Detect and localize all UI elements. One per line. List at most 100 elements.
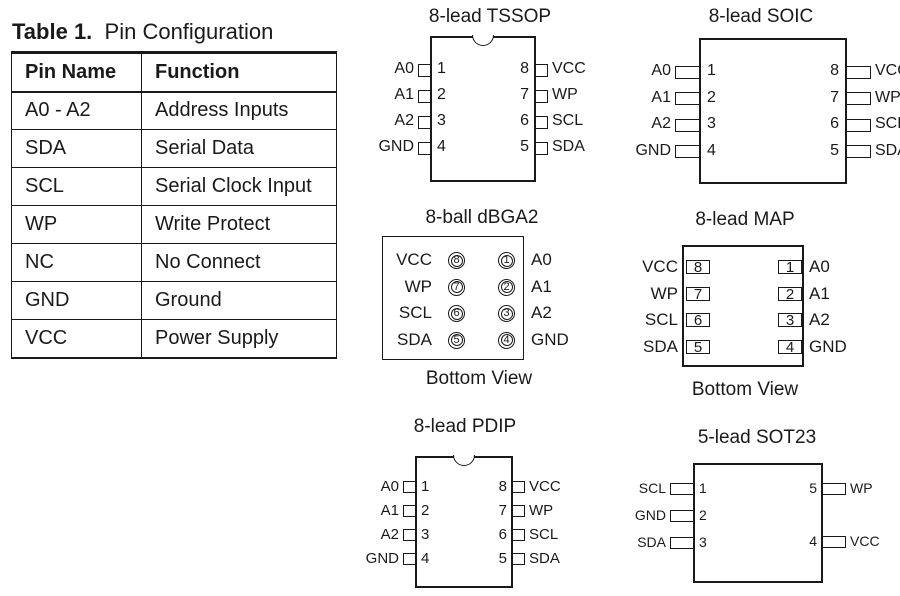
dbga-note: Bottom View — [425, 368, 533, 389]
function-cell: Serial Clock Input — [141, 167, 337, 206]
pdip-pin-label: A2 — [380, 525, 399, 543]
tssop-pin-label: VCC — [552, 60, 586, 77]
dbga-ball: 8 — [448, 252, 465, 269]
map-pin-label: SCL — [644, 310, 678, 329]
soic-pin-lead — [675, 92, 700, 105]
tssop-body — [430, 36, 536, 182]
soic-pin-label: GND — [635, 141, 671, 159]
sot23-pin-number: 4 — [809, 533, 817, 549]
sot23-pin-lead — [670, 537, 694, 549]
soic-pin-number: 8 — [830, 62, 839, 79]
pdip-body — [415, 456, 513, 588]
tssop-pin-number: 3 — [437, 112, 446, 129]
soic-pin-lead — [846, 65, 871, 79]
tssop-pin-lead — [418, 89, 431, 103]
dbga-ball: 6 — [448, 305, 465, 322]
tssop-pin-lead — [535, 115, 548, 129]
map-pad: 6 — [686, 313, 710, 328]
map-pad: 2 — [778, 286, 802, 302]
pin-name-cell: NC — [11, 243, 142, 282]
tssop-pin-number: 4 — [437, 138, 446, 155]
soic-pin-number: 4 — [707, 141, 716, 159]
sot23-pin-lead — [670, 510, 694, 522]
table-caption: Table 1. Pin Configuration — [12, 19, 273, 45]
dbga-pin-label: A1 — [531, 276, 552, 296]
soic-pin-label: SDA — [875, 141, 900, 159]
table-header-row: Pin Name Function — [11, 52, 337, 93]
pdip-pin-lead — [512, 529, 525, 541]
tssop-pin-lead — [535, 63, 548, 77]
function-cell: Address Inputs — [141, 91, 337, 130]
pin-name-cell: A0 - A2 — [11, 91, 142, 130]
table-number: Table 1. — [12, 19, 93, 44]
map-pin-label: A0 — [809, 257, 830, 276]
map-pin-label: SDA — [643, 336, 678, 356]
soic-pin-lead — [675, 118, 700, 132]
function-cell: Power Supply — [141, 319, 337, 358]
tssop-pin-label: WP — [552, 86, 578, 103]
sot23-pin-number: 5 — [809, 480, 817, 496]
map-pad: 1 — [778, 260, 802, 275]
tssop-pin-label: A2 — [394, 112, 414, 129]
tssop-pin-label: A0 — [394, 60, 414, 77]
soic-pin-lead — [846, 118, 871, 132]
pdip-pin-number: 2 — [421, 501, 430, 519]
pdip-pin-label: A0 — [380, 477, 399, 495]
sot23-pin-label: GND — [634, 507, 666, 523]
pdip-pin-label: A1 — [380, 501, 399, 519]
dbga-pin-label: VCC — [396, 250, 432, 269]
pdip-pin-lead — [512, 553, 525, 565]
dbga-ball: 5 — [448, 331, 465, 349]
map-pin-label: A2 — [809, 310, 830, 329]
table-title: Pin Configuration — [104, 19, 274, 44]
sot23-pin-lead — [822, 483, 846, 495]
sot23-pin-label: SCL — [638, 480, 666, 496]
dbga-pin-label: WP — [404, 276, 432, 296]
tssop-pin-label: SDA — [552, 138, 585, 155]
function-cell: No Connect — [141, 243, 337, 282]
function-cell: Ground — [141, 281, 337, 320]
tssop-pin-number: 5 — [520, 138, 529, 155]
sot23-pin-label: VCC — [850, 533, 880, 549]
map-body — [682, 245, 804, 367]
pdip-pin-number: 1 — [421, 477, 430, 495]
sot23-pin-number: 1 — [699, 480, 707, 496]
pin-name-cell: VCC — [11, 319, 142, 358]
tssop-pin-label: GND — [378, 138, 414, 155]
tssop-pin-label: SCL — [552, 112, 584, 129]
soic-pin-label: A1 — [651, 88, 671, 106]
sot23-pin-lead — [670, 483, 694, 495]
sot23-pin-number: 3 — [699, 534, 707, 550]
sot23-pin-label: WP — [850, 480, 873, 496]
soic-pin-lead — [846, 92, 871, 105]
map-note: Bottom View — [691, 379, 799, 400]
pdip-pin-label: SDA — [529, 549, 560, 567]
pdip-pin-label: SCL — [529, 525, 559, 543]
soic-pin-label: WP — [875, 88, 900, 106]
tssop-pin-label: A1 — [394, 86, 414, 103]
dbga-pin-label: A0 — [531, 250, 552, 269]
soic-title: 8-lead SOIC — [708, 6, 814, 27]
pdip-pin-number: 7 — [498, 501, 507, 519]
sot23-pin-number: 2 — [699, 507, 707, 523]
soic-pin-lead — [675, 145, 700, 158]
sot23-body — [693, 463, 823, 583]
dbga-pin-label: A2 — [531, 303, 552, 322]
pdip-pin-label: VCC — [529, 477, 561, 495]
pin-name-cell: SDA — [11, 129, 142, 168]
pdip-pin-number: 6 — [498, 525, 507, 543]
dbga-ball: 7 — [448, 278, 465, 296]
soic-pin-label: SCL — [875, 115, 900, 132]
pin-name-cell: SCL — [11, 167, 142, 206]
pin-name-cell: WP — [11, 205, 142, 244]
tssop-pin-number: 1 — [437, 60, 446, 77]
map-pad: 3 — [778, 313, 802, 328]
soic-pin-number: 5 — [830, 141, 839, 159]
soic-pin-number: 1 — [707, 62, 716, 79]
pdip-pin-lead — [512, 481, 525, 493]
pdip-pin-number: 3 — [421, 525, 430, 543]
dbga-ball: 1 — [498, 252, 515, 269]
